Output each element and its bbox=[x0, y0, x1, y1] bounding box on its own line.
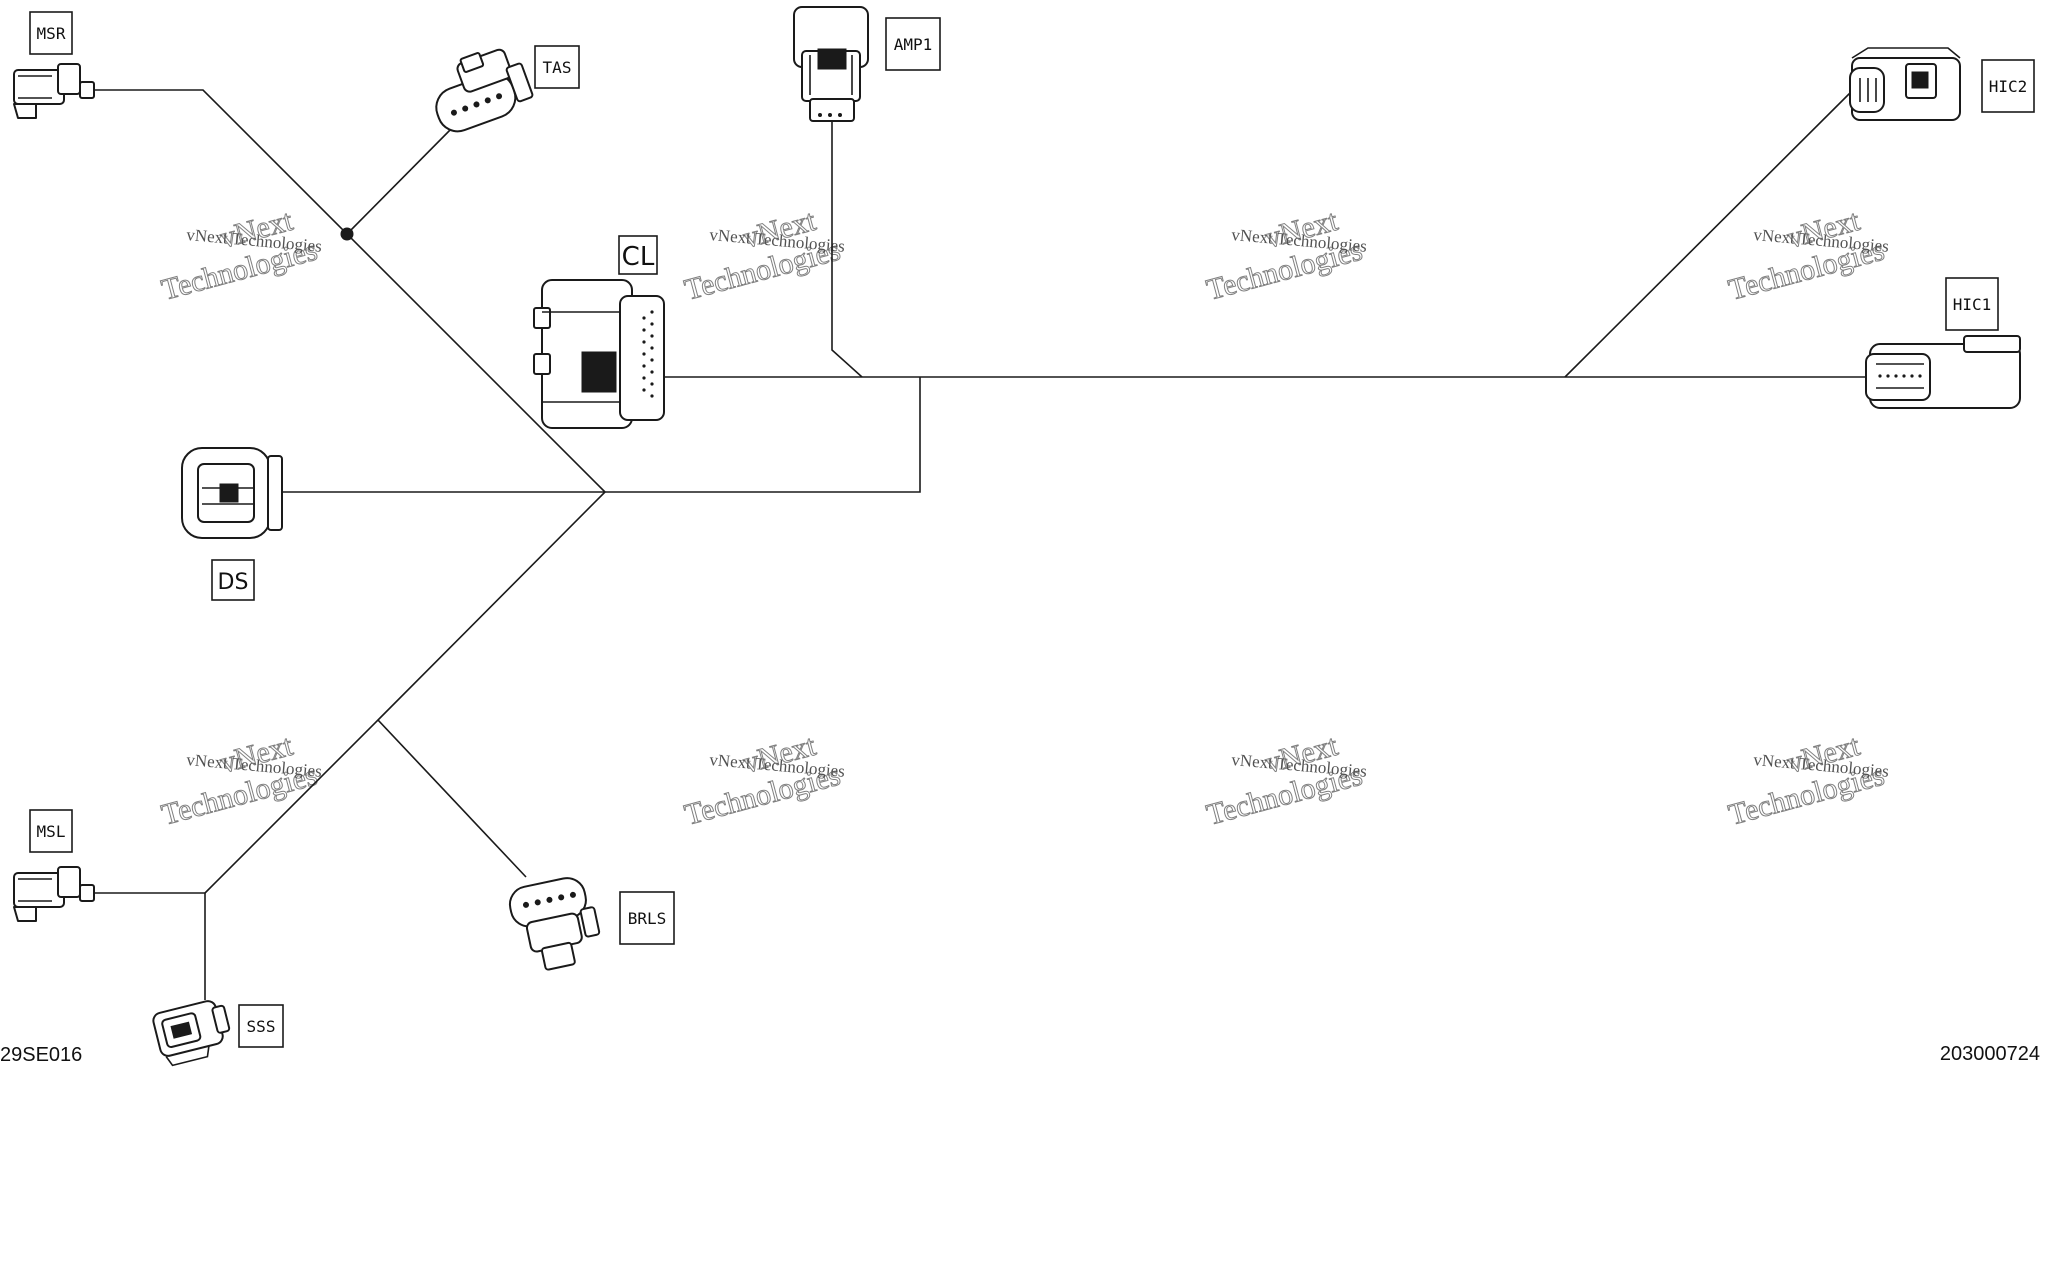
connector-brls[interactable] bbox=[507, 874, 605, 975]
label-cl-text: CL bbox=[622, 242, 655, 272]
label-hic2: HIC2 bbox=[1981, 59, 2035, 113]
cl-pin-column bbox=[642, 310, 654, 398]
connector-hic1[interactable] bbox=[1865, 335, 2021, 409]
watermark-layer: vNext Technologies vNext Technologies vN… bbox=[158, 203, 1890, 832]
reference-left: 29SE016 bbox=[0, 1044, 82, 1066]
label-msl: MSL bbox=[29, 809, 73, 853]
reference-right: 203000724 bbox=[1940, 1043, 2040, 1065]
label-msr-text: MSR bbox=[37, 24, 66, 43]
connector-amp1[interactable] bbox=[793, 6, 869, 122]
label-msl-text: MSL bbox=[37, 822, 66, 841]
connector-sss[interactable] bbox=[152, 997, 235, 1067]
wire-hic2 bbox=[1564, 89, 1854, 378]
hic1-pins bbox=[1878, 374, 1922, 378]
connector-ds[interactable] bbox=[181, 447, 283, 539]
label-amp1: AMP1 bbox=[885, 17, 941, 71]
label-ds-text: DS bbox=[218, 570, 249, 595]
label-sss: SSS bbox=[238, 1004, 284, 1048]
wire-layer bbox=[92, 89, 1872, 1000]
label-sss-text: SSS bbox=[247, 1017, 276, 1036]
connector-msr[interactable] bbox=[13, 63, 95, 119]
label-brls-text: BRLS bbox=[628, 909, 667, 928]
connector-msl[interactable] bbox=[13, 866, 95, 922]
label-ds: DS bbox=[211, 559, 255, 601]
wire-msr bbox=[92, 89, 606, 493]
wire-amp1 bbox=[831, 120, 863, 378]
connector-hic2[interactable] bbox=[1849, 47, 1961, 121]
label-hic2-text: HIC2 bbox=[1989, 77, 2028, 96]
wire-tas bbox=[346, 123, 457, 235]
label-amp1-text: AMP1 bbox=[894, 35, 933, 54]
connector-tas[interactable] bbox=[422, 40, 535, 137]
label-brls: BRLS bbox=[619, 891, 675, 945]
wire-main-link bbox=[605, 377, 921, 493]
label-cl: CL bbox=[618, 235, 658, 275]
wire-brls bbox=[377, 719, 527, 878]
label-hic1: HIC1 bbox=[1945, 277, 1999, 331]
label-msr: MSR bbox=[29, 11, 73, 55]
connector-cl[interactable] bbox=[533, 279, 665, 429]
splice-dot bbox=[340, 227, 354, 241]
label-tas-text: TAS bbox=[543, 58, 572, 77]
label-tas: TAS bbox=[534, 45, 580, 89]
wire-lower-trunk bbox=[204, 491, 606, 894]
label-hic1-text: HIC1 bbox=[1953, 295, 1992, 314]
